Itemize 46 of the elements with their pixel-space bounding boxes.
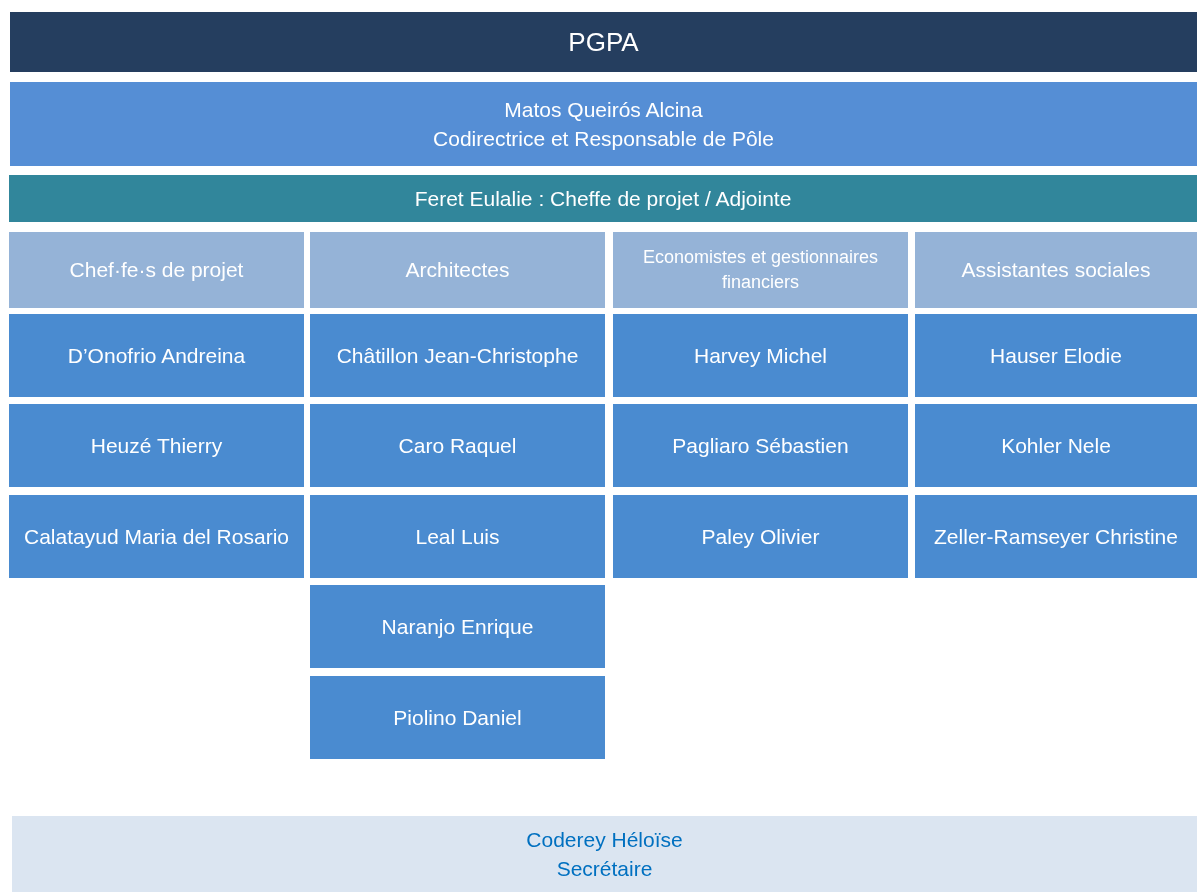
name-text: Leal Luis — [415, 523, 500, 550]
name-text: Chef·fe·s de projet — [69, 257, 244, 284]
member-box — [310, 676, 605, 759]
member-box — [310, 585, 605, 668]
name-text: Châtillon Jean-Christophe — [336, 342, 579, 369]
member-box — [915, 404, 1197, 487]
name-text: Feret Eulalie : Cheffe de projet / Adjointe — [414, 185, 792, 212]
role-text: Secrétaire — [556, 856, 653, 882]
member-box — [310, 495, 605, 578]
name-text: D’Onofrio Andreina — [67, 342, 246, 369]
name-text: Assistantes sociales — [961, 257, 1151, 284]
group-header — [9, 232, 304, 308]
member-box — [613, 314, 908, 397]
member-box — [613, 495, 908, 578]
name-text: Matos Queirós Alcina — [504, 96, 703, 123]
name-text: Calatayud Maria del Rosario — [24, 523, 289, 550]
name-text: Pagliaro Sébastien — [672, 432, 849, 459]
member-box — [310, 314, 605, 397]
member-box — [9, 495, 304, 578]
name-text: Harvey Michel — [693, 342, 827, 369]
name-text: Naranjo Enrique — [381, 613, 534, 640]
name-text: Kohler Nele — [1001, 432, 1111, 459]
director-box — [10, 82, 1197, 166]
name-text: Zeller-Ramseyer Christine — [934, 523, 1178, 550]
member-box — [915, 314, 1197, 397]
deputy-box — [9, 175, 1197, 222]
name-text: Economistes et gestionnaires financiers — [641, 245, 880, 294]
group-header — [915, 232, 1197, 308]
group-header — [613, 232, 908, 308]
name-text: Caro Raquel — [398, 432, 517, 459]
member-box — [915, 495, 1197, 578]
group-header — [310, 232, 605, 308]
name-text: Heuzé Thierry — [90, 432, 223, 459]
member-box — [613, 404, 908, 487]
name-text: PGPA — [568, 25, 639, 59]
name-text: Piolino Daniel — [393, 704, 522, 731]
member-box — [9, 404, 304, 487]
name-text: Coderey Héloïse — [526, 826, 683, 853]
name-text: Paley Olivier — [701, 523, 820, 550]
secretary-box — [12, 816, 1197, 892]
role-text: Codirectrice et Responsable de Pôle — [433, 126, 774, 152]
name-text: Hauser Elodie — [990, 342, 1122, 369]
title-bar — [10, 12, 1197, 72]
name-text: Architectes — [405, 257, 510, 284]
member-box — [310, 404, 605, 487]
member-box — [9, 314, 304, 397]
